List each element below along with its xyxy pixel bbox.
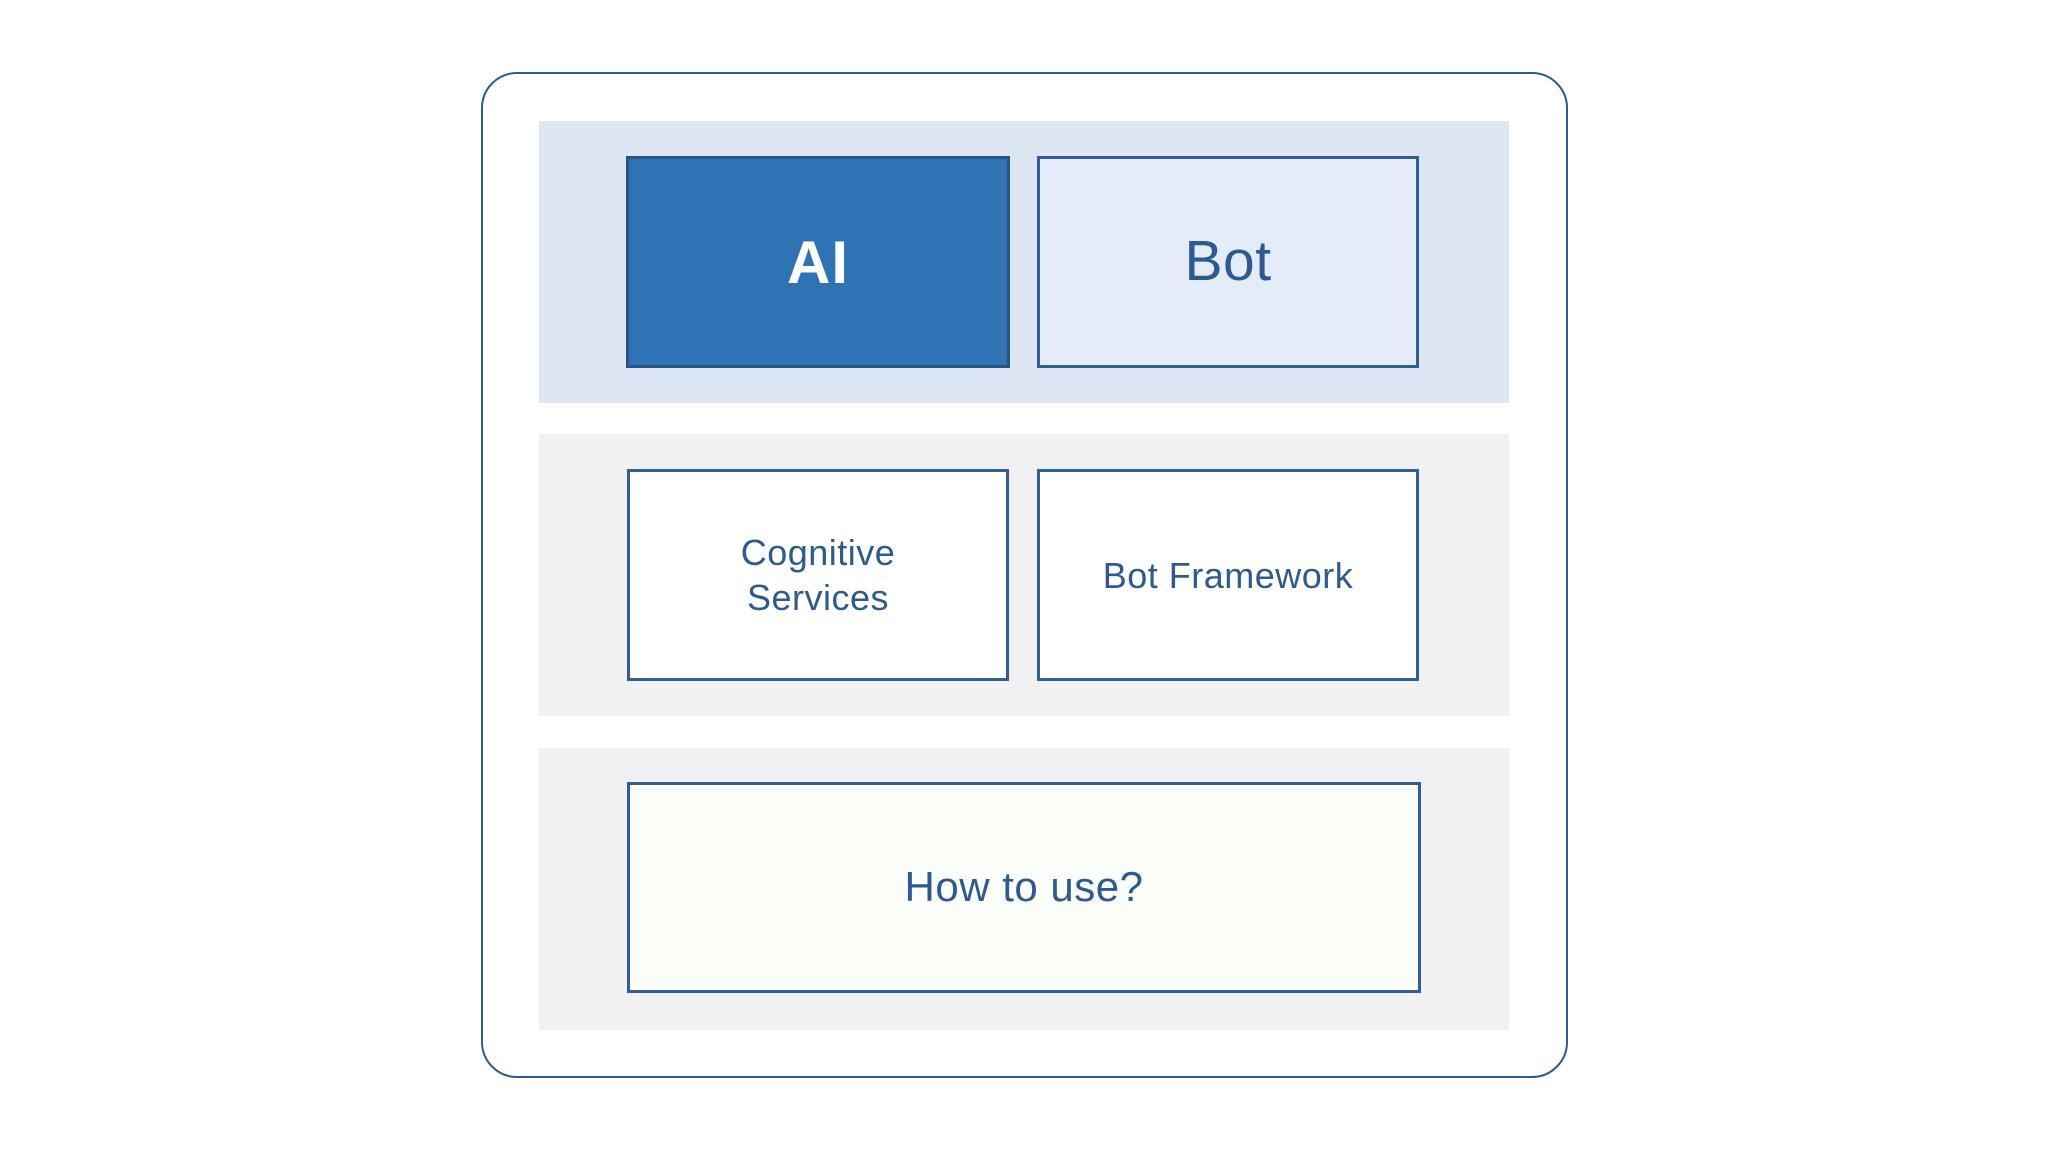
diagram-panel: AI Bot Cognitive Services Bot Framework … xyxy=(481,72,1568,1078)
bot-framework-label: Bot Framework xyxy=(1102,554,1354,596)
tab-ai[interactable]: AI xyxy=(626,156,1010,368)
tab-ai-label: AI xyxy=(787,228,849,296)
services-row: Cognitive Services Bot Framework xyxy=(539,434,1509,716)
tab-row: AI Bot xyxy=(539,121,1509,403)
card-how-to-use[interactable]: How to use? xyxy=(627,782,1421,993)
card-cognitive-services[interactable]: Cognitive Services xyxy=(627,469,1009,681)
cognitive-services-label: Cognitive Services xyxy=(740,532,896,618)
how-to-use-label: How to use? xyxy=(904,863,1144,911)
tab-bot-label: Bot xyxy=(1184,229,1272,294)
card-bot-framework[interactable]: Bot Framework xyxy=(1037,469,1419,681)
how-to-use-row: How to use? xyxy=(539,748,1509,1030)
tab-bot[interactable]: Bot xyxy=(1037,156,1419,368)
